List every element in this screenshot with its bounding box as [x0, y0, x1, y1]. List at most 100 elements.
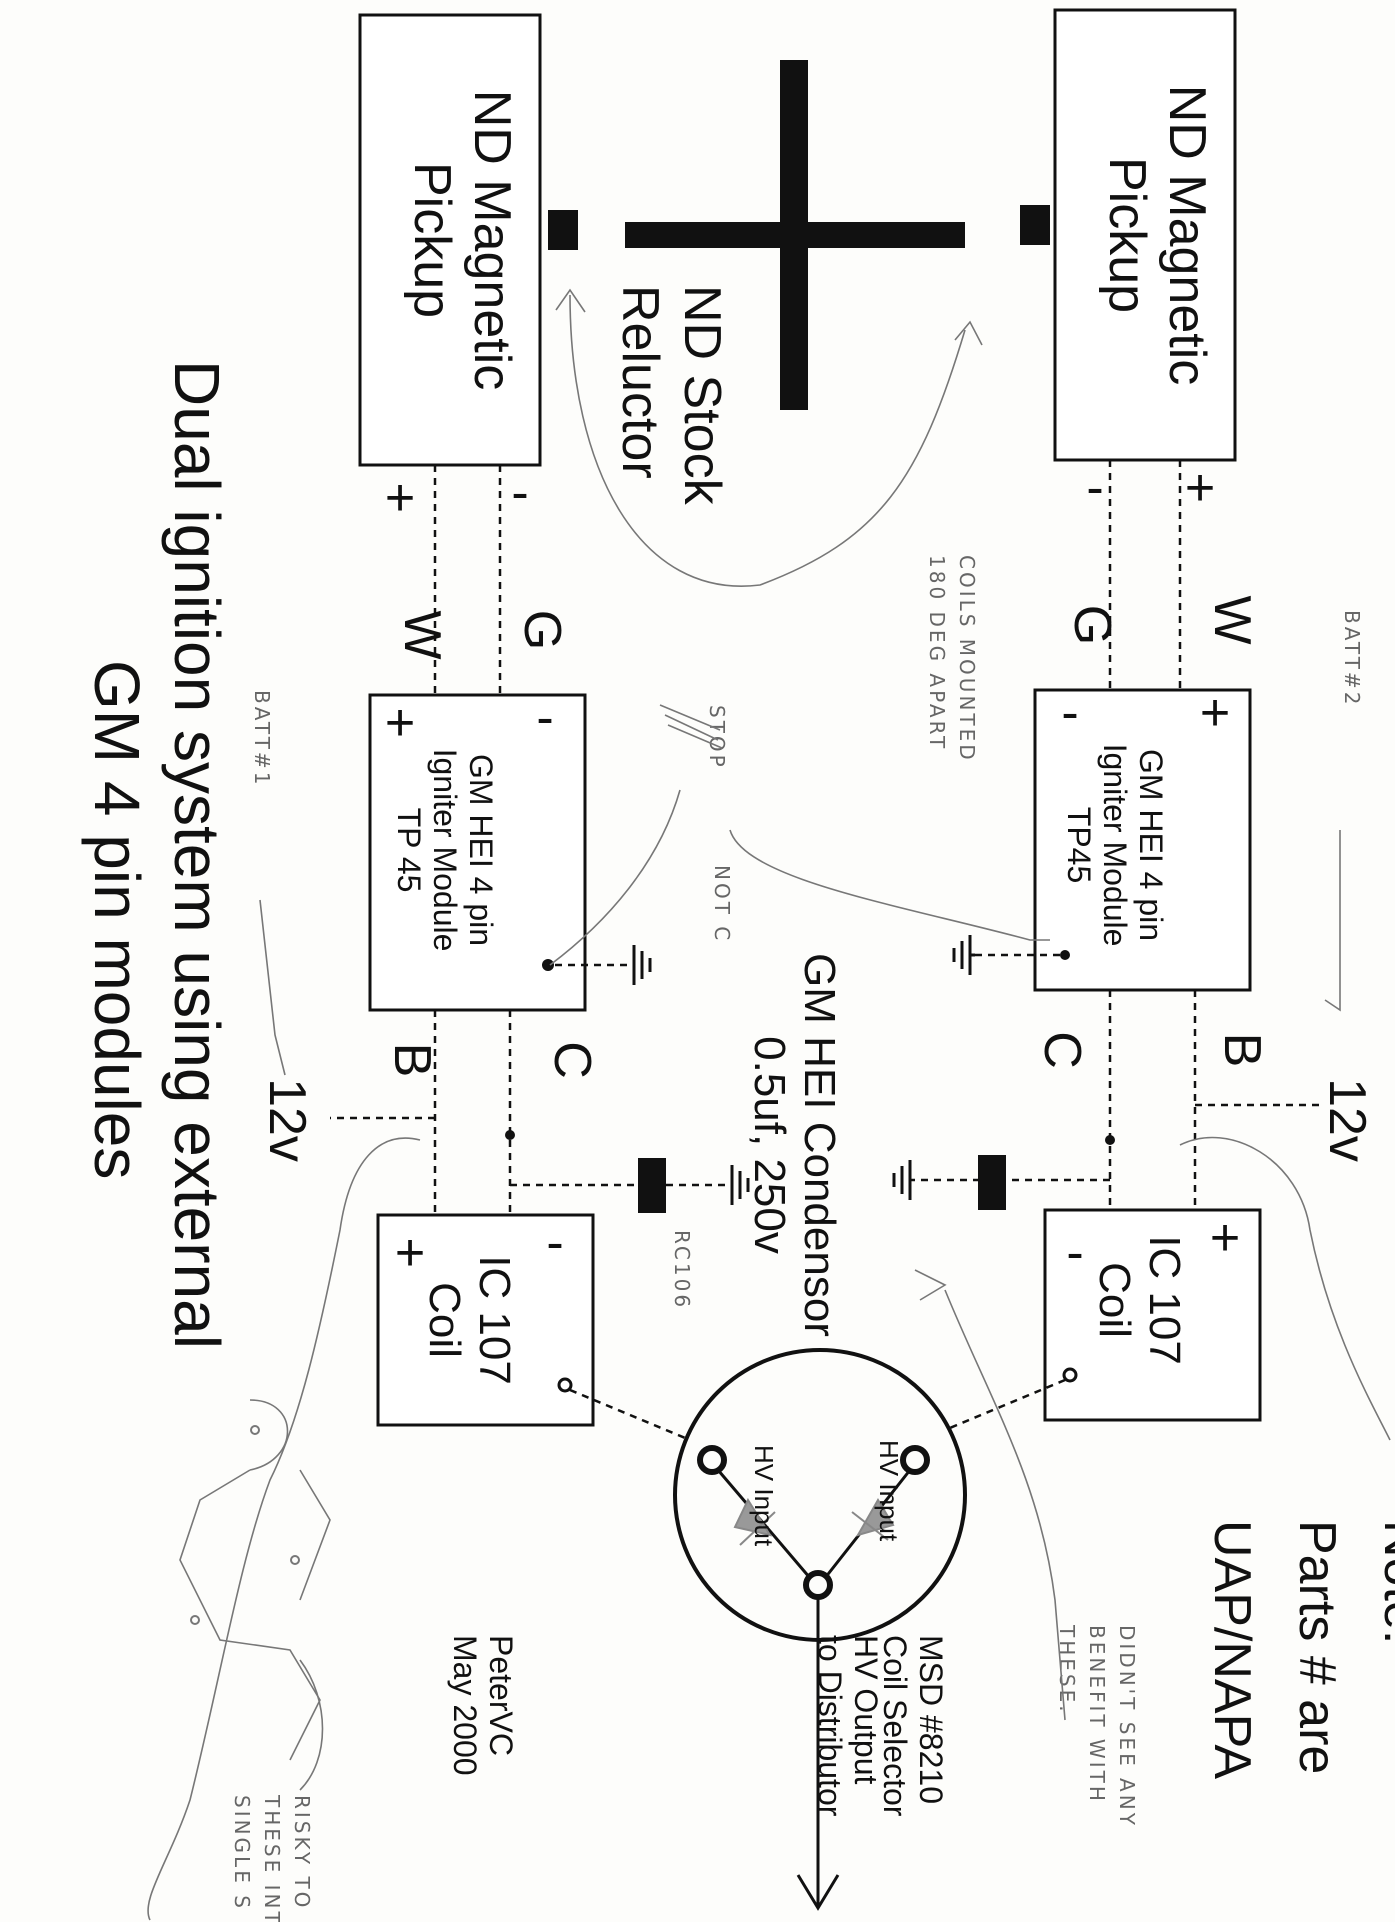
pencil-switch-post-2 — [290, 1555, 300, 1565]
coil-selector-body — [673, 1348, 967, 1642]
pickup-left-pole — [548, 210, 578, 250]
pickup-left-plus: + — [385, 469, 415, 527]
module-left-plus: + — [385, 694, 415, 752]
reluctor-label-2: Reluctor — [611, 285, 669, 479]
coil-right-label-2: Coil — [1090, 1262, 1139, 1338]
coil-left-box — [376, 1213, 595, 1427]
pickup-right-label-2: Pickup — [1098, 157, 1156, 313]
note-batt1: BATT#1 — [250, 690, 274, 787]
coil-left-label-1: IC 107 — [470, 1255, 519, 1385]
reluctor-label-1: ND Stock — [673, 285, 731, 506]
coil-left-label-2: Coil — [420, 1282, 469, 1358]
note-didnt-1: DIDN'T SEE ANY — [1115, 1625, 1139, 1828]
label-c-right: C — [1033, 1031, 1091, 1069]
supply-left-label: 12v — [258, 1078, 316, 1162]
selector-label-2: Coil Selector — [877, 1635, 913, 1817]
output-label-2: to Distributor — [812, 1635, 848, 1817]
coil-left-hv-terminal — [557, 1377, 573, 1393]
note-stop: STOP — [705, 705, 729, 770]
pencil-switch-sketch — [179, 1399, 331, 1761]
ground-symbol-condensor-right — [892, 1160, 912, 1200]
coil-right-plus: + — [1210, 1209, 1240, 1267]
hv-input-left-label: HV Input — [749, 1445, 779, 1547]
pencil-left-12v-bridge — [147, 1137, 421, 1921]
pencil-switch-post-1 — [250, 1425, 260, 1435]
hv-input-left — [697, 1445, 727, 1475]
coil-right-neg-junction — [1105, 1135, 1115, 1145]
coil-right-hv-terminal — [1062, 1367, 1078, 1383]
pickup-left-minus: - — [511, 464, 528, 522]
pencil-right-12v-bridge — [1179, 1136, 1391, 1441]
pencil-switch-post-3 — [190, 1615, 200, 1625]
pencil-arrow-head-right — [954, 320, 983, 346]
selector-label-1: MSD #8210 — [913, 1635, 949, 1804]
pickup-right-pole — [1020, 205, 1050, 245]
note-not-c: NOT C — [710, 865, 734, 943]
module-left-ground-terminal — [542, 959, 554, 971]
hv-wire-right — [944, 1378, 1066, 1432]
module-right-ground-terminal — [1060, 950, 1070, 960]
label-w-left: W — [393, 610, 451, 659]
pickup-left-box — [358, 13, 542, 467]
coil-left-plus: + — [395, 1224, 425, 1282]
note-batt2: BATT#2 — [1340, 610, 1364, 707]
condensor-label-1: GM HEI Condensor — [795, 953, 844, 1337]
module-left-box — [368, 693, 587, 1012]
pickup-left-label-2: Pickup — [403, 162, 461, 318]
note-label-3: UAP/NAPA — [1203, 1520, 1261, 1779]
module-left-label-1: GM HEI 4 pin — [463, 754, 499, 946]
output-label-1: HV Output — [848, 1635, 884, 1785]
pencil-batt1-line — [259, 899, 286, 1076]
diode-icon-left — [733, 1497, 776, 1546]
note-rc106: RC106 — [670, 1230, 694, 1310]
note-coils-2: 180 DEG APART — [925, 555, 949, 751]
module-right-label-3: TP45 — [1061, 807, 1097, 883]
note-risky-2: THESE INTO — [260, 1794, 284, 1922]
coil-left-minus: - — [546, 1214, 563, 1272]
module-left-label-3: TP 45 — [391, 808, 427, 893]
pencil-risky-line — [299, 1659, 324, 1791]
coil-right-minus: - — [1066, 1224, 1083, 1282]
label-c-left: C — [543, 1041, 601, 1079]
diode-icon-right — [851, 1498, 895, 1541]
module-left-minus: - — [536, 689, 553, 747]
label-g-left: G — [513, 610, 571, 650]
pickup-right-label-1: ND Magnetic — [1158, 85, 1216, 386]
pencil-arrow-head-left — [555, 288, 586, 313]
module-right-label-2: Igniter Module — [1097, 744, 1133, 947]
pencil-reluctor-arrow — [569, 294, 966, 587]
pencil-batt2-line — [1324, 830, 1341, 1012]
hv-input-right-label: HV Input — [874, 1440, 904, 1542]
note-risky-1: RISKY TO — [290, 1795, 314, 1910]
ground-symbol-module-right — [952, 935, 975, 975]
pickup-left-label-1: ND Magnetic — [463, 90, 521, 391]
diagram-title-line-1: Dual ignition system using external — [161, 360, 233, 1349]
note-risky-3: SINGLE S — [230, 1795, 254, 1911]
condensor-left-body — [638, 1158, 666, 1213]
note-label-2: Parts # are — [1288, 1520, 1346, 1774]
reluctor-bar-vertical — [780, 60, 808, 410]
coil-left-neg-junction — [505, 1130, 515, 1140]
supply-right-label: 12v — [1318, 1078, 1376, 1162]
label-b-left: B — [383, 1043, 441, 1078]
author-label-2: May 2000 — [447, 1635, 483, 1776]
pencil-stop-marks — [659, 704, 723, 749]
ground-symbol-module-left — [632, 945, 652, 985]
pencil-b-mark — [914, 1269, 947, 1301]
author-label-1: PeterVC — [483, 1635, 519, 1756]
coil-right-label-1: IC 107 — [1140, 1235, 1189, 1365]
diagram-title-line-2: GM 4 pin modules — [81, 660, 153, 1179]
module-left-label-2: Igniter Module — [427, 749, 463, 952]
module-right-plus: + — [1200, 684, 1230, 742]
hv-output-arrowhead — [796, 1874, 840, 1911]
module-right-box — [1033, 688, 1252, 992]
ground-symbol-condensor-left — [730, 1165, 750, 1205]
pencil-stop-wire — [729, 829, 1050, 941]
pencil-stop-wire-2 — [549, 789, 681, 966]
note-label-1: Note: — [1373, 1520, 1395, 1644]
module-right-minus: - — [1061, 684, 1078, 742]
hv-input-right — [900, 1445, 930, 1475]
pickup-right-minus: - — [1086, 459, 1103, 517]
